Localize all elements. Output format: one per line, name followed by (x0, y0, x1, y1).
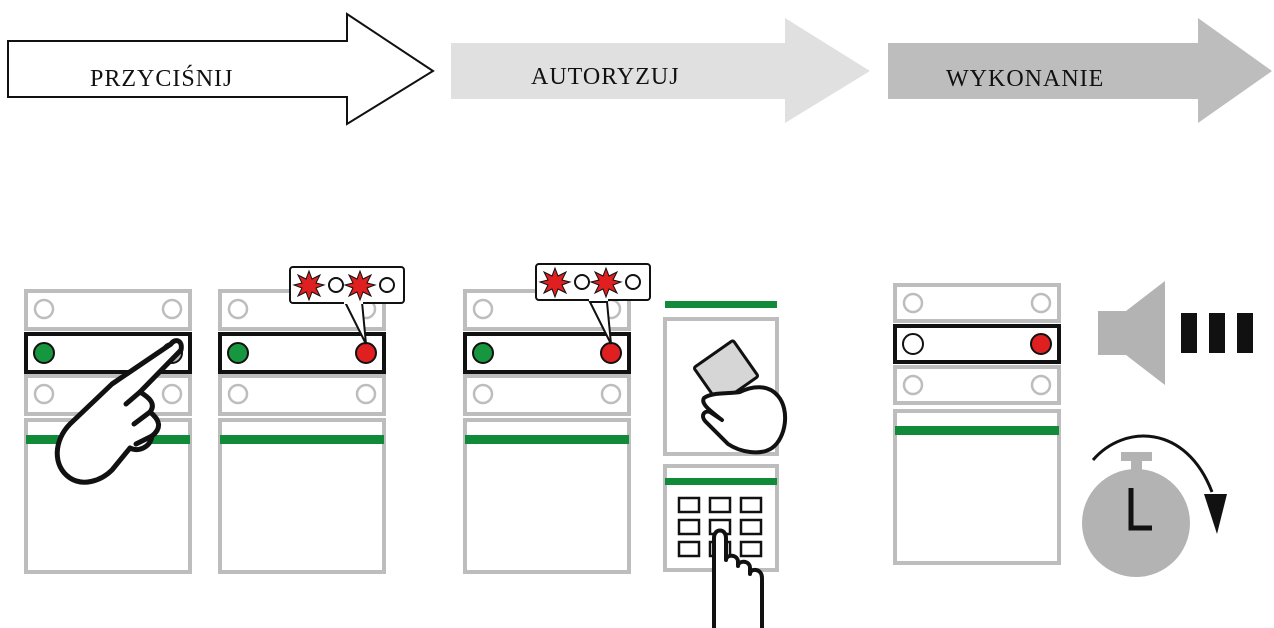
flashing-led-callout-icon (535, 263, 651, 345)
card-reader-icon (663, 301, 788, 456)
step-arrow-1 (7, 12, 435, 126)
control-panel-2 (218, 289, 386, 574)
step-arrow-2 (451, 18, 870, 123)
step-label-execute: WYKONANIE (946, 66, 1105, 92)
speaker-icon (1098, 281, 1253, 385)
stopwatch-icon (1082, 434, 1227, 577)
step-arrow-3 (888, 18, 1272, 123)
control-panel-4 (893, 283, 1061, 565)
keypad-icon (663, 464, 779, 628)
step-label-press: PRZYCIŚNIJ (90, 66, 234, 92)
flashing-led-callout-icon (289, 266, 405, 345)
step-label-authorize: AUTORYZUJ (531, 64, 680, 90)
control-panel-3 (463, 289, 631, 574)
hand-press-icon (54, 338, 184, 485)
